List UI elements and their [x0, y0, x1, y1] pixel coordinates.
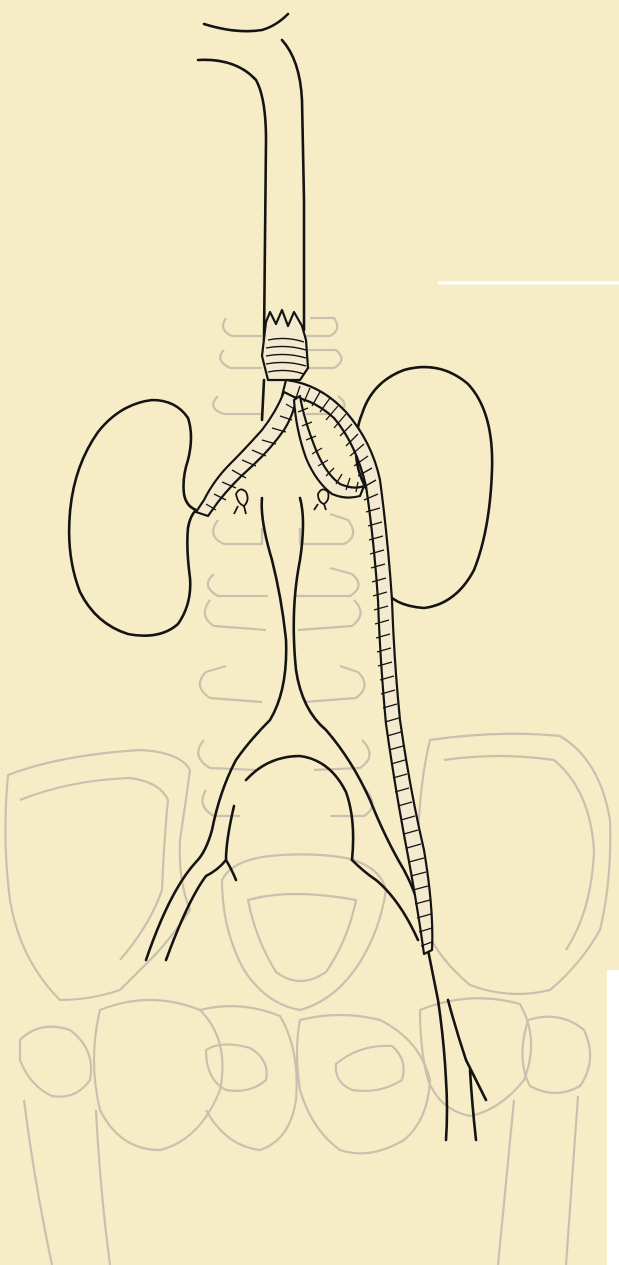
paper-patch-top-right — [438, 0, 619, 283]
paper-edge-right — [607, 970, 619, 1265]
